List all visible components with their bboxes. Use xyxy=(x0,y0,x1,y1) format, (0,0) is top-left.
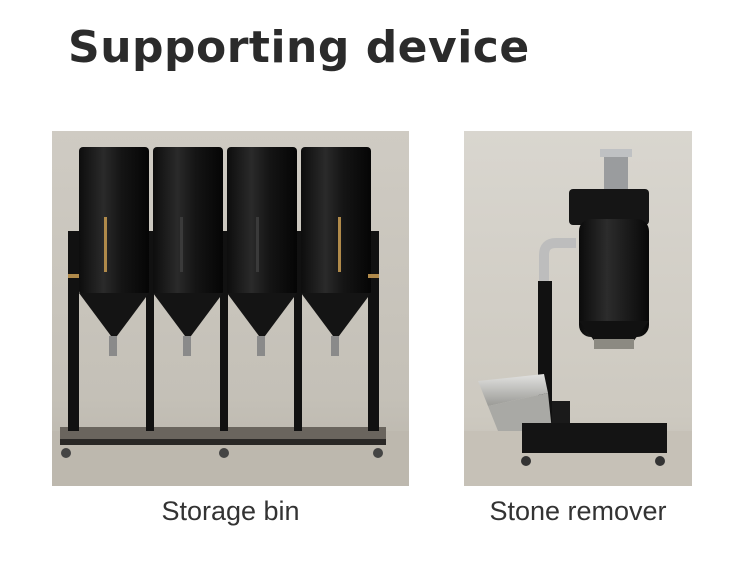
stone-remover-caption: Stone remover xyxy=(489,496,667,526)
stone-remover-photo xyxy=(464,131,692,486)
storage-bin-caption: Storage bin xyxy=(161,496,300,526)
storage-bin-photo xyxy=(52,131,409,486)
page-title: Supporting device xyxy=(68,22,530,73)
